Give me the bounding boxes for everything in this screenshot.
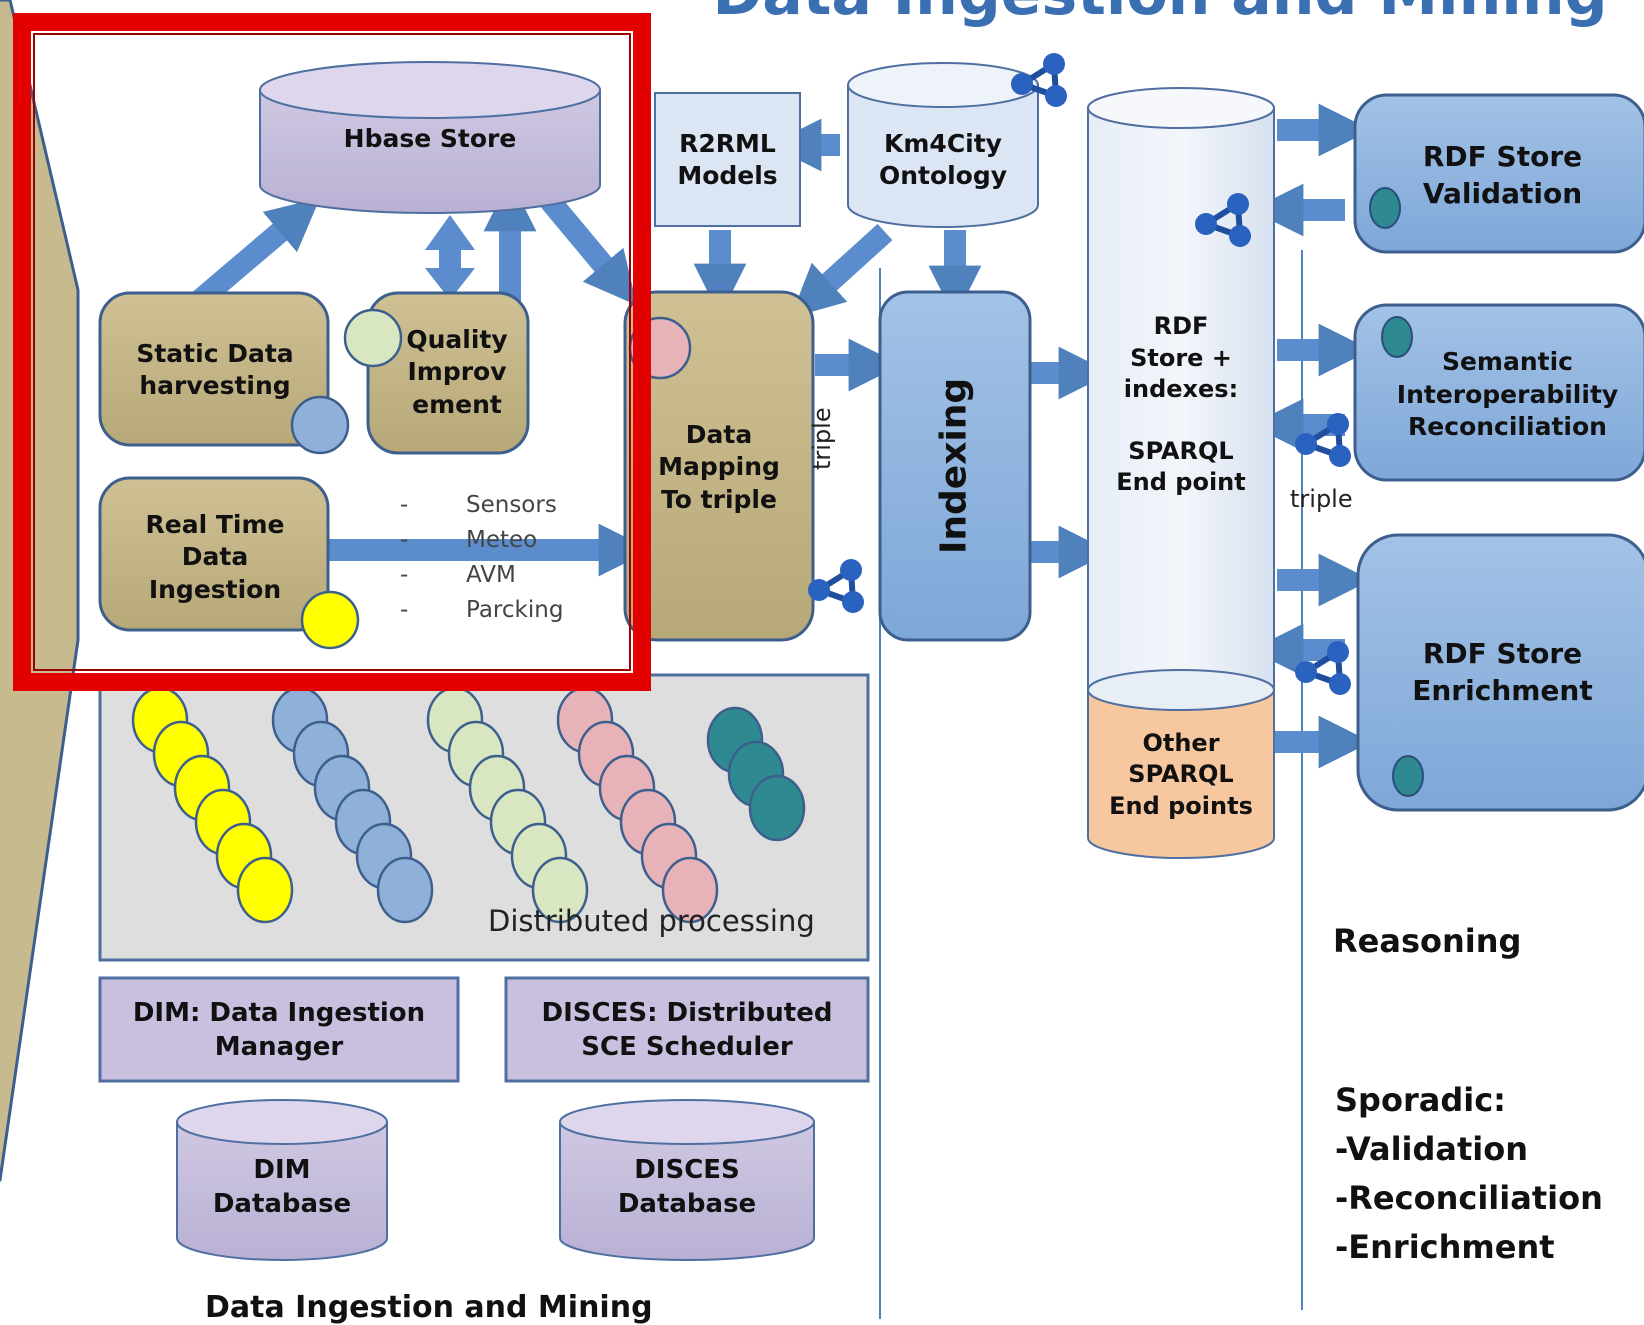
static-harvesting-label: Static Data harvesting — [136, 338, 294, 401]
semantic-box — [1353, 303, 1644, 482]
indexing-label: Indexing — [933, 377, 975, 555]
quality-improvement-label: Quality Improv ement — [406, 324, 508, 419]
disces-scheduler-label: DISCES: Distributed SCE Scheduler — [541, 997, 833, 1062]
quality-improvement-box — [366, 291, 530, 455]
graph-icon — [808, 559, 864, 613]
hbase-store-cylinder — [259, 61, 601, 214]
graph-icon — [1295, 641, 1351, 695]
static-circle — [290, 395, 350, 455]
km4city-ontology-label: Km4City Ontology — [878, 128, 1008, 191]
static-harvesting-box — [98, 291, 330, 447]
dim-manager-box — [98, 976, 460, 1083]
sporadic-item: -Reconciliation — [1335, 1179, 1603, 1217]
validation-box — [1353, 93, 1644, 254]
realtime-ingestion-label: Real Time Data Ingestion — [145, 509, 285, 604]
sporadic-item: Sporadic: — [1335, 1081, 1506, 1119]
disces-database-label: DISCES Database — [617, 1155, 757, 1219]
bottom-title: Data Ingestion and Mining — [205, 1290, 653, 1325]
header-title: Data Ingestion and Mining — [712, 0, 1607, 29]
rdf-store-label: RDF Store + indexes: SPARQL End point — [1116, 312, 1246, 497]
realtime-ingestion-box — [98, 476, 330, 632]
other-sparql-label: Other SPARQL End points — [1109, 729, 1253, 820]
semantic-label: Semantic Interoperability Reconciliation — [1396, 347, 1619, 442]
arrow-head-up — [425, 215, 475, 250]
dim-database-cylinder — [176, 1099, 388, 1261]
triple-label-horizontal: triple — [1290, 485, 1353, 513]
data-mapping-box — [623, 290, 815, 642]
sensor-item: -Parcking — [400, 597, 564, 623]
disces-scheduler-box — [504, 976, 870, 1083]
highlight-frame-inner-edge — [33, 33, 631, 671]
reasoning-label: Reasoning — [1333, 922, 1522, 960]
validation-label: RDF Store Validation — [1422, 140, 1583, 210]
disces-database-cylinder — [559, 1099, 815, 1261]
validation-dot — [1369, 187, 1401, 229]
graph-icon — [1011, 53, 1067, 107]
enrichment-label: RDF Store Enrichment — [1412, 637, 1593, 707]
realtime-circle — [300, 590, 360, 650]
km4city-ontology-cylinder — [847, 62, 1039, 228]
quality-circle — [343, 308, 403, 368]
left-wedge-panel — [0, 0, 80, 1182]
semantic-dot — [1381, 316, 1413, 358]
sporadic-item: -Validation — [1335, 1130, 1529, 1168]
processing-node — [661, 856, 719, 924]
sporadic-list: Sporadic: -Validation -Reconciliation -E… — [1335, 1076, 1603, 1272]
processing-node — [376, 856, 434, 924]
processing-node — [748, 774, 806, 842]
hbase-store-label: Hbase Store — [343, 124, 517, 154]
sensor-item: -Sensors — [400, 492, 557, 518]
enrichment-box — [1356, 533, 1644, 812]
arrow-static-to-hbase — [192, 197, 321, 309]
other-sparql-cylinder — [1087, 669, 1275, 859]
distributed-processing-label: Distributed processing — [488, 904, 815, 938]
indexing-box — [878, 290, 1032, 642]
graph-icon — [1295, 413, 1351, 467]
processing-chains — [131, 686, 806, 924]
arrow-ontology-to-mapping — [790, 223, 893, 318]
r2rml-models-box — [654, 92, 801, 227]
enrichment-dot — [1392, 755, 1424, 797]
arrow-head-down — [425, 268, 475, 300]
highlight-frame — [13, 13, 651, 691]
r2rml-models-label: R2RML Models — [677, 128, 778, 191]
processing-node — [236, 856, 294, 924]
processing-node — [531, 856, 589, 924]
arrow-hbase-to-mapping — [536, 187, 637, 306]
dim-database-label: DIM Database — [212, 1155, 352, 1219]
dim-manager-label: DIM: Data Ingestion Manager — [132, 997, 426, 1062]
sensor-list: -Sensors -Meteo -AVM -Parcking — [400, 488, 563, 628]
sensor-item: -Meteo — [400, 527, 538, 553]
sporadic-item: -Enrichment — [1335, 1228, 1555, 1266]
data-mapping-label: Data Mapping To triple — [658, 419, 780, 514]
sensor-item: -AVM — [400, 562, 516, 588]
triple-label-vertical: triple — [808, 407, 836, 470]
graph-icon — [1195, 193, 1251, 247]
